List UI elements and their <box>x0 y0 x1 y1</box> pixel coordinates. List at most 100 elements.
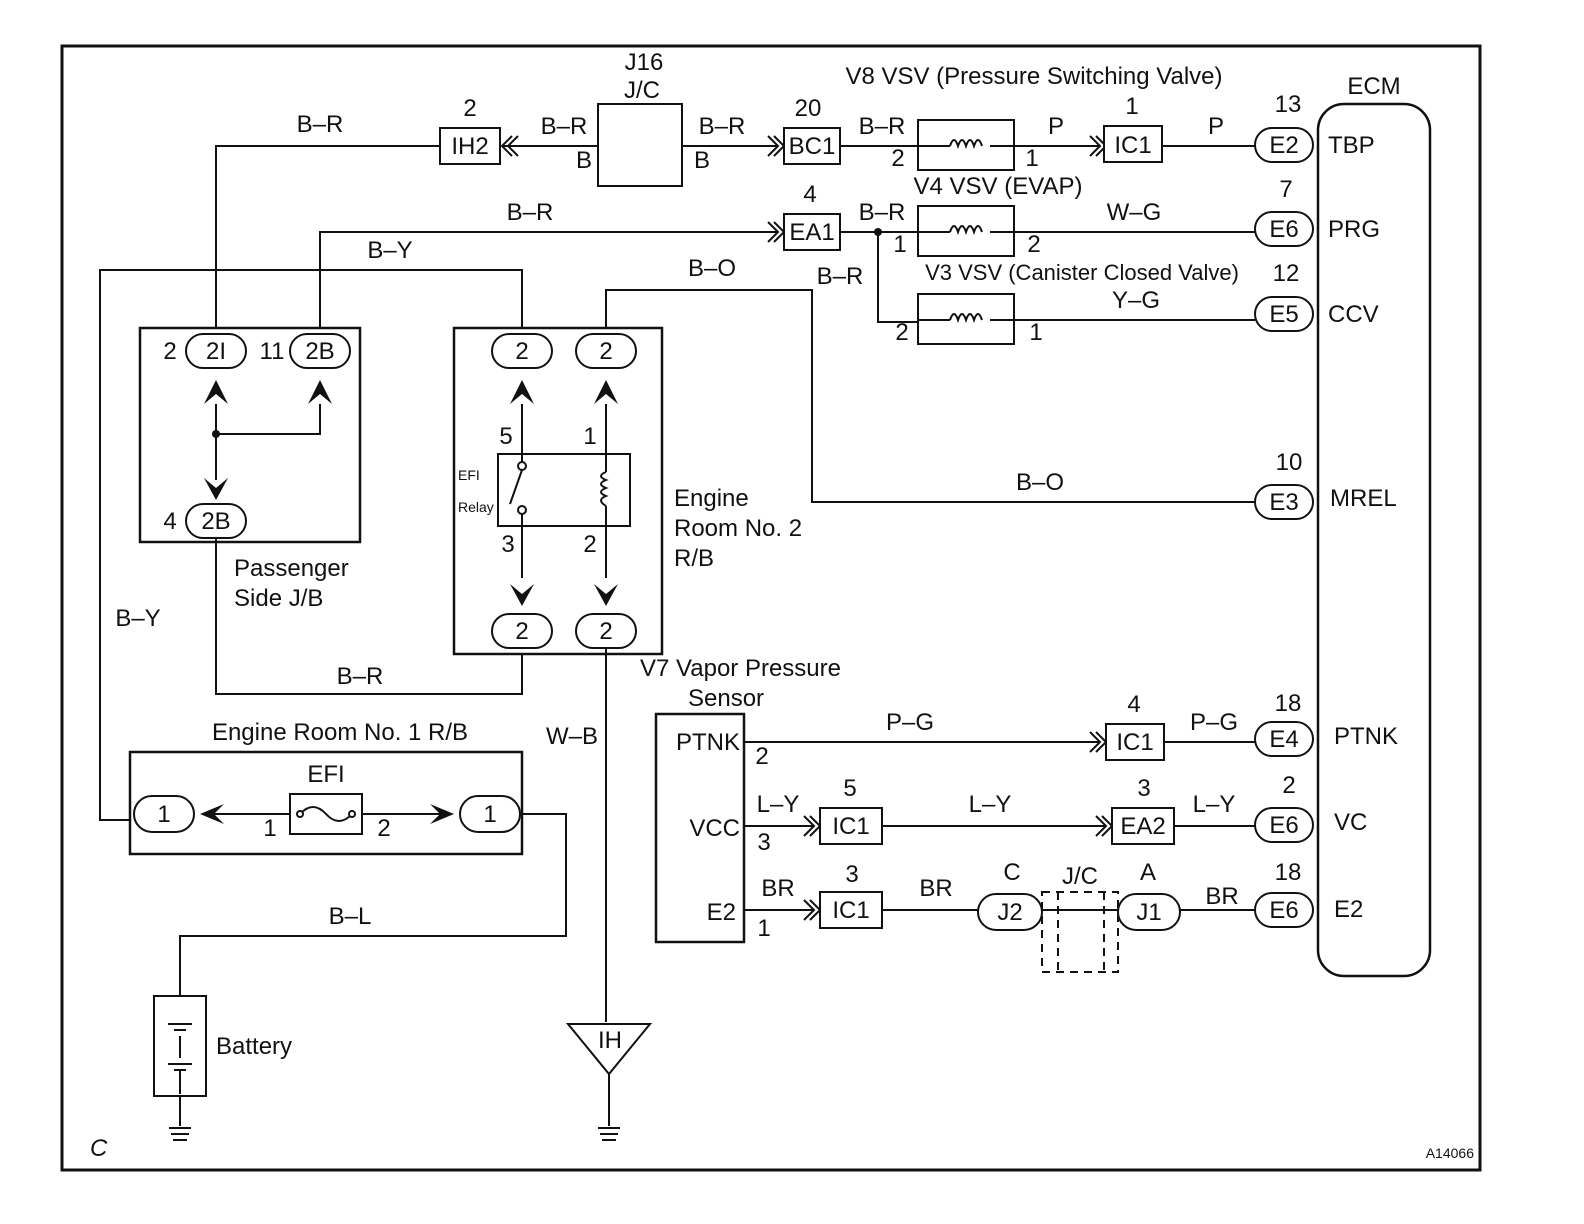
junction-jc-bottom <box>1041 891 1119 973</box>
ecm-pin-ccv-name: CCV <box>1328 301 1379 328</box>
label-br-top-left: B–R <box>297 111 344 138</box>
ecm-pin-e2-conn: E6 <box>1269 897 1298 924</box>
label-p-ecm: P <box>1208 113 1224 140</box>
ecm-pin-prg-name: PRG <box>1328 216 1380 243</box>
wire-pjb-internal <box>215 404 321 480</box>
connector-ea2 <box>1111 807 1175 845</box>
label-br-row2: B–R <box>507 199 554 226</box>
vsv-v4-title: V4 VSV (EVAP) <box>914 173 1083 200</box>
fuse-pin1: 1 <box>263 815 276 842</box>
sensor-e2-pin: 1 <box>757 915 770 942</box>
label-br-2: BR <box>919 875 952 902</box>
connector-er2-tr <box>575 333 637 369</box>
ecm-pin-prg-num: 7 <box>1279 176 1292 203</box>
ground-battery-icon <box>169 1096 191 1141</box>
connector-2b-top-pin: 11 <box>260 338 285 365</box>
label-bo-top: B–O <box>688 255 736 282</box>
ecm-pin-ptnk-num: 18 <box>1275 690 1302 717</box>
figure-id: A14066 <box>1426 1145 1474 1161</box>
ecm-pin-e2: E6 18 E2 <box>1254 859 1363 928</box>
label-b-j16-right: B <box>694 147 710 174</box>
connector-ic1-ptnk <box>1105 723 1165 761</box>
label-br-3: BR <box>1205 883 1238 910</box>
wire-by-loop <box>99 269 523 821</box>
v3-coil-icon <box>949 313 983 324</box>
sensor-pin-ptnk: PTNK <box>676 729 740 756</box>
v4-pin1: 1 <box>893 231 906 258</box>
junction-j16-type: J/C <box>624 77 660 104</box>
vapor-sensor-title1: V7 Vapor Pressure <box>640 655 841 682</box>
v8-pin2: 2 <box>891 145 904 172</box>
label-ly-1: L–Y <box>757 791 800 818</box>
v3-pin1: 1 <box>1029 319 1042 346</box>
ecm-pin-mrel-conn: E3 <box>1269 489 1298 516</box>
ecm-pin-tbp-conn: E2 <box>1269 132 1298 159</box>
ground-ih-triangle <box>565 1023 653 1076</box>
ecm-pin-tbp-num: 13 <box>1275 91 1302 118</box>
arrow-2b-bottom <box>204 478 228 500</box>
sensor-vcc-pin: 3 <box>757 829 770 856</box>
wire-bo-mrel <box>605 289 1255 503</box>
wire-br-pjb-relay <box>215 538 523 695</box>
relay-pin2: 2 <box>583 531 596 558</box>
ecm-pin-ptnk-name: PTNK <box>1334 723 1398 750</box>
connector-ic1-top-label: IC1 <box>1114 132 1151 159</box>
connector-j2-label: J2 <box>997 899 1022 926</box>
arrow-er1-left <box>200 804 224 824</box>
label-br-j16-left: B–R <box>541 113 588 140</box>
efi-relay-label-top: EFI <box>458 467 480 483</box>
ecm-title: ECM <box>1347 73 1400 100</box>
label-br-bc1-v8: B–R <box>859 113 906 140</box>
ground-ih-label: IH <box>598 1027 622 1054</box>
connector-2i-pin: 2 <box>163 338 176 365</box>
connector-ic1-e2-label: IC1 <box>832 897 869 924</box>
connector-ic1-vcc-label: IC1 <box>832 813 869 840</box>
junction-jc-inner <box>1057 892 1105 972</box>
label-by-left: B–Y <box>115 605 160 632</box>
connector-er1-left-label: 1 <box>157 801 170 828</box>
fuse-pin2: 2 <box>377 815 390 842</box>
v8-coil-icon <box>949 139 983 150</box>
arrow-er2-tr <box>594 380 618 404</box>
ecm-pin-vc: E6 2 VC <box>1254 772 1367 843</box>
fuse-end-left <box>296 810 304 818</box>
fuse-end-right <box>348 810 356 818</box>
connector-ic1-ptnk-label: IC1 <box>1116 729 1153 756</box>
engine-room-2-title2: Room No. 2 <box>674 515 802 542</box>
passenger-jb-title2: Side J/B <box>234 585 323 612</box>
engine-room-2-title3: R/B <box>674 545 714 572</box>
ground-ih-icon <box>598 1074 620 1141</box>
connector-ea1-label: EA1 <box>789 219 834 246</box>
connector-ea2-label: EA2 <box>1120 813 1165 840</box>
connector-ic1-vcc-pin: 5 <box>843 775 856 802</box>
connector-ea2-pin: 3 <box>1137 775 1150 802</box>
connector-er2-tr-label: 2 <box>599 338 612 365</box>
arrow-2b <box>308 380 332 404</box>
ecm-pin-vc-num: 2 <box>1282 772 1295 799</box>
relay-pin3: 3 <box>501 531 514 558</box>
label-bl: B–L <box>329 903 372 930</box>
ecm-pin-e2-name: E2 <box>1334 896 1363 923</box>
v3-pin2: 2 <box>895 319 908 346</box>
wire-br-2b-ea1 <box>319 231 778 334</box>
label-br-ea1-v4: B–R <box>859 199 906 226</box>
connector-j1-label: J1 <box>1136 899 1161 926</box>
connector-ic1-vcc <box>819 807 883 845</box>
efi-fuse-icon <box>299 806 353 822</box>
vsv-v3-title: V3 VSV (Canister Closed Valve) <box>925 260 1239 285</box>
ecm-pin-ccv-num: 12 <box>1273 260 1300 287</box>
arrow-er2-tl <box>510 380 534 404</box>
connector-j2 <box>977 893 1043 931</box>
label-pg-left: P–G <box>886 709 934 736</box>
junction-j16-id: J16 <box>625 49 664 76</box>
arrow-er1-right <box>430 804 454 824</box>
ecm-box <box>1316 102 1432 978</box>
connector-er2-tl <box>491 333 553 369</box>
junction-jc-bottom-label: J/C <box>1062 863 1098 890</box>
connector-2b-top <box>289 333 351 369</box>
diagram-frame <box>60 44 1482 1172</box>
label-p-v8: P <box>1048 113 1064 140</box>
relay-contact-bottom <box>517 505 527 515</box>
connector-2i <box>185 333 247 369</box>
relay-pin5: 5 <box>499 423 512 450</box>
